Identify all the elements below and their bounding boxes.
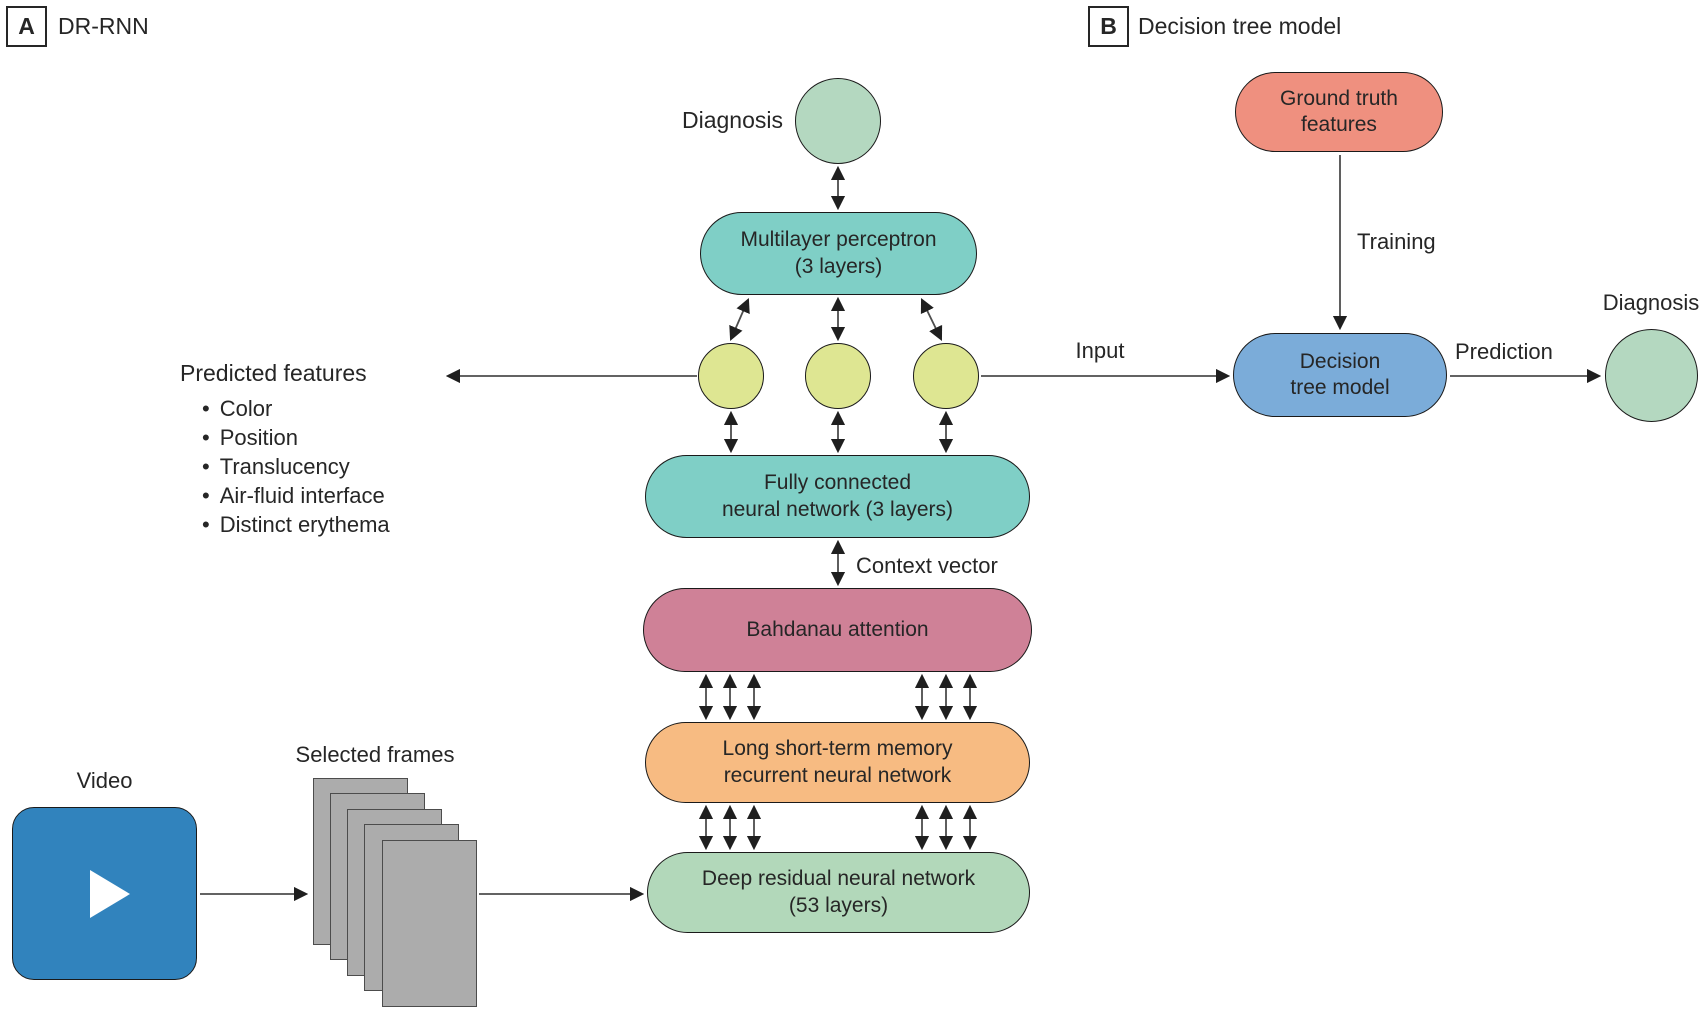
node-multilayer-perceptron: Multilayer perceptron (3 layers) <box>700 212 977 295</box>
node-label-line2: neural network (3 layers) <box>721 497 954 521</box>
node-label: Bahdanau attention <box>746 617 929 641</box>
bullet-icon <box>202 423 220 452</box>
feature-item: Color <box>180 394 390 423</box>
feature-item: Translucency <box>180 452 390 481</box>
predicted-features-title: Predicted features <box>180 360 367 386</box>
prediction-label: Prediction <box>1455 339 1553 364</box>
panel-b-arrows <box>1332 155 1602 384</box>
video-thumbnail <box>12 807 197 980</box>
feature-label: Position <box>219 425 298 450</box>
node-label-line2: recurrent neural network <box>723 763 952 787</box>
feature-label: Color <box>219 396 273 421</box>
panel-b-tag-letter: B <box>1100 13 1117 39</box>
node-bahdanau-attention: Bahdanau attention <box>643 588 1032 672</box>
input-label: Input <box>1075 338 1125 363</box>
bullet-icon <box>202 452 220 481</box>
bullet-icon <box>202 510 220 539</box>
node-label-line2: (53 layers) <box>788 893 889 917</box>
diagnosis-node-b <box>1605 329 1698 422</box>
node-label-line2: (3 layers) <box>794 254 883 278</box>
bullet-icon <box>202 481 220 510</box>
feature-vector-node-1 <box>698 343 764 409</box>
feature-vector-node-2 <box>805 343 871 409</box>
bullet-icon <box>202 394 220 423</box>
panel-a-title: DR-RNN <box>58 13 149 39</box>
node-label-line2: tree model <box>1290 376 1390 399</box>
feature-item: Position <box>180 423 390 452</box>
node-label-line2: features <box>1301 113 1377 136</box>
panel-b-title: Decision tree model <box>1138 13 1342 39</box>
node-label-line1: Long short-term memory <box>722 737 953 761</box>
arrow-mlp-feature1 <box>729 298 750 341</box>
node-label-line1: Multilayer perceptron <box>740 228 937 252</box>
node-decision-tree-model: Decision tree model <box>1233 333 1447 417</box>
node-label-line1: Deep residual neural network <box>701 867 976 891</box>
frame-thumbnail-5 <box>382 840 477 1007</box>
panel-b-tag: B <box>1088 6 1129 47</box>
node-label-line1: Ground truth <box>1280 86 1398 110</box>
node-ground-truth-features: Ground truth features <box>1235 72 1443 152</box>
feature-item: Air-fluid interface <box>180 481 390 510</box>
feature-vector-node-3 <box>913 343 979 409</box>
play-icon <box>89 869 130 918</box>
training-label: Training <box>1357 229 1436 254</box>
panel-a-tag-letter: A <box>18 13 35 39</box>
predicted-features-list: Predicted features Color Position Transl… <box>180 360 390 539</box>
arrow-mlp-feature3 <box>920 298 943 341</box>
video-label: Video <box>76 768 133 793</box>
feature-label: Translucency <box>219 454 350 479</box>
panel-a-tag: A <box>6 6 47 47</box>
diagnosis-label-a: Diagnosis <box>682 107 783 133</box>
node-fully-connected-network: Fully connected neural network (3 layers… <box>645 455 1030 538</box>
context-vector-label: Context vector <box>856 553 998 578</box>
node-label-line1: Fully connected <box>763 471 912 495</box>
node-lstm-rnn: Long short-term memory recurrent neural … <box>645 722 1030 803</box>
feature-item: Distinct erythema <box>180 510 390 539</box>
diagnosis-node-a <box>795 78 881 164</box>
feature-label: Distinct erythema <box>219 512 390 537</box>
diagnosis-label-b: Diagnosis <box>1602 290 1700 315</box>
selected-frames-label: Selected frames <box>295 742 455 767</box>
node-label-line1: Decision <box>1299 349 1381 373</box>
node-deep-residual-network: Deep residual neural network (53 layers) <box>647 852 1030 933</box>
feature-label: Air-fluid interface <box>219 483 385 508</box>
panel-a-arrows <box>200 165 1231 902</box>
